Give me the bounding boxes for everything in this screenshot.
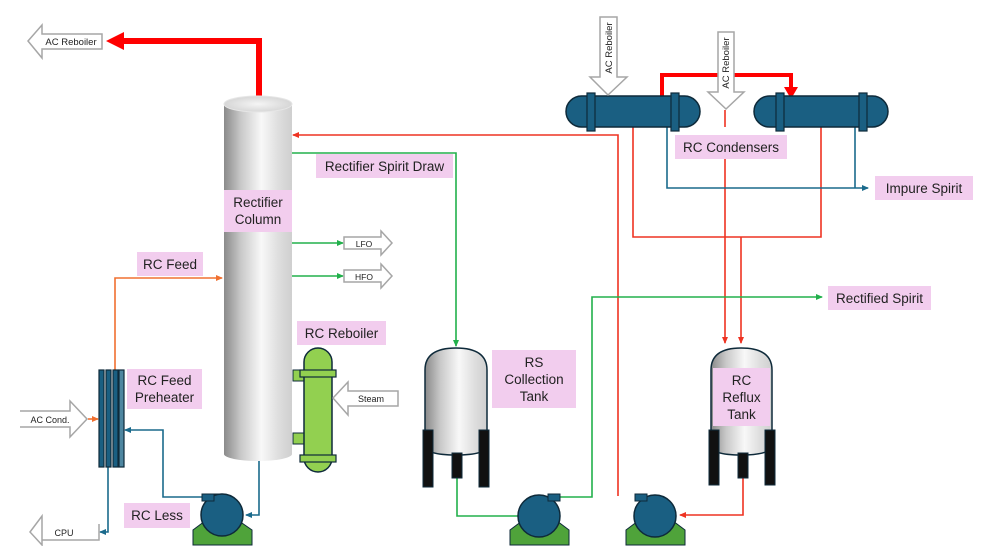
- rectifier-column[interactable]: [223, 95, 293, 461]
- ac-cond-arrow: AC Cond.: [20, 399, 89, 439]
- pump-rectified-spirit[interactable]: [509, 493, 570, 546]
- ac-reboiler-in-label-2: AC Reboiler: [721, 37, 732, 88]
- rc-feed-preheater-label: RC Feed Preheater: [127, 369, 202, 409]
- ac-reboiler-in-label-1: AC Reboiler: [604, 22, 615, 73]
- rectifier-column-label: Rectifier Column: [224, 190, 292, 232]
- ac-reboiler-out-label: AC Reboiler: [45, 37, 96, 48]
- reflux-return-line: [292, 132, 619, 496]
- ac-cond-label: AC Cond.: [30, 415, 69, 425]
- rc-less-line: [124, 427, 203, 498]
- impure-spirit-label: Impure Spirit: [875, 176, 973, 200]
- rs-tank-to-pump-line: [456, 477, 519, 517]
- vapor-line-to-ac-reboiler: [106, 32, 262, 97]
- rc-reflux-tank-label: RC Reflux Tank: [713, 368, 770, 426]
- rc-reboiler[interactable]: [292, 347, 337, 473]
- rs-collection-tank[interactable]: [422, 347, 490, 488]
- rc-condenser-right[interactable]: [753, 92, 889, 132]
- cpu-line: [99, 467, 109, 535]
- pump-reflux[interactable]: [625, 493, 686, 546]
- rectified-spirit-label: Rectified Spirit: [828, 286, 931, 310]
- cpu-arrow: CPU: [29, 513, 100, 547]
- ac-reboiler-out-arrow: AC Reboiler: [27, 23, 103, 61]
- rectified-spirit-line: [560, 294, 823, 498]
- lfo-label: LFO: [356, 239, 373, 249]
- rc-feed-label: RC Feed: [137, 252, 203, 276]
- rectifier-spirit-draw-label: Rectifier Spirit Draw: [316, 154, 453, 178]
- column-bottoms-line: [245, 458, 260, 518]
- rc-condenser-left[interactable]: [565, 92, 701, 132]
- rc-condensers-label: RC Condensers: [675, 135, 787, 159]
- hfo-label: HFO: [355, 272, 373, 282]
- condensate-line-left: [632, 127, 822, 238]
- spirit-draw-line: [292, 152, 459, 347]
- rc-feed-preheater[interactable]: [98, 369, 125, 468]
- steam-arrow: Steam: [331, 380, 399, 417]
- bottom-crop-mask: [0, 546, 1000, 560]
- rs-collection-tank-label: RS Collection Tank: [492, 350, 576, 408]
- impure-spirit-line: [666, 127, 869, 191]
- hfo-arrow: HFO: [343, 262, 394, 290]
- lfo-arrow: LFO: [343, 229, 394, 257]
- rc-feed-line: [114, 275, 223, 370]
- steam-label: Steam: [358, 394, 384, 404]
- reflux-tank-to-pump-line: [679, 477, 744, 518]
- cpu-label: CPU: [54, 528, 73, 538]
- ac-reboiler-in-arrow-2: AC Reboiler: [706, 31, 746, 111]
- rc-less-label: RC Less: [124, 503, 190, 528]
- rc-reboiler-label: RC Reboiler: [297, 321, 386, 345]
- pump-rc-less[interactable]: [192, 493, 253, 546]
- ac-reboiler-in-arrow-1: AC Reboiler: [588, 16, 629, 97]
